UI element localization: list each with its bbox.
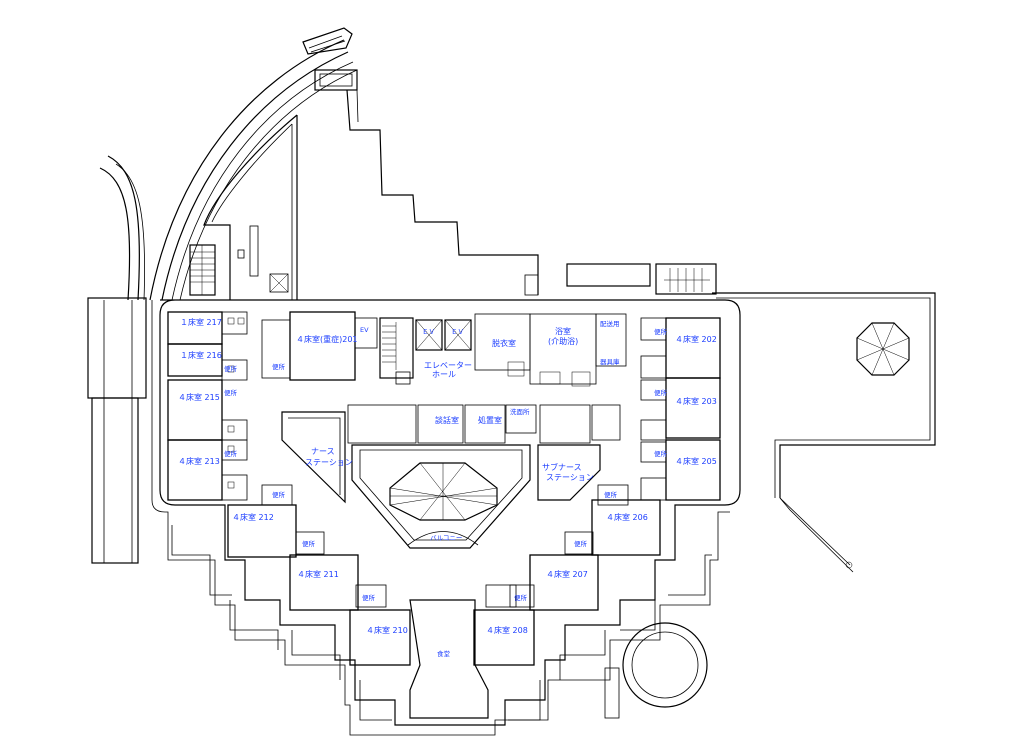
toilet-label: 便所 bbox=[302, 539, 316, 548]
room-label-215: ４床室 215 bbox=[178, 392, 220, 402]
room-label-208: ４床室 208 bbox=[486, 625, 528, 635]
room-label-212: ４床室 212 bbox=[232, 512, 274, 522]
changing-room-label: 脱衣室 bbox=[492, 338, 516, 348]
left-walkway bbox=[87, 155, 147, 564]
room-label-207: ４床室 207 bbox=[546, 569, 588, 579]
room-label-205: ４床室 205 bbox=[675, 456, 717, 466]
ev-label: EV bbox=[360, 326, 369, 334]
room-label-206: ４床室 206 bbox=[606, 512, 648, 522]
toilet-label: 便所 bbox=[362, 593, 376, 602]
room-label-217: １床室 217 bbox=[180, 317, 222, 327]
nurse-station-label-2: ステーション bbox=[305, 458, 353, 467]
bath-label-2: (介助浴) bbox=[548, 336, 578, 346]
room-labels: １床室 217 １床室 216 ４床室 215 ４床室 213 ４床室 212 … bbox=[178, 317, 717, 658]
toilet-label: 便所 bbox=[654, 388, 668, 397]
balcony-label: バルコニー bbox=[430, 534, 462, 542]
room-label-211: ４床室 211 bbox=[297, 569, 339, 579]
south-rooms bbox=[227, 484, 661, 719]
building-envelope bbox=[151, 299, 741, 736]
toilet-label: 便所 bbox=[654, 327, 668, 336]
ev-label-3: ＥＶ bbox=[451, 328, 464, 336]
service-ev-label: 配送用 bbox=[600, 319, 620, 328]
toilet-label: 便所 bbox=[654, 449, 668, 458]
treatment-room-label: 処置室 bbox=[478, 415, 502, 425]
room-label-203: ４床室 203 bbox=[675, 396, 717, 406]
room-label-202: ４床室 202 bbox=[675, 334, 717, 344]
ev-label-2: ＥＶ bbox=[422, 328, 435, 336]
nurse-station-label-1: ナース bbox=[311, 447, 335, 456]
central-atrium bbox=[281, 404, 621, 549]
counseling-room-label: 談話室 bbox=[435, 415, 459, 425]
toilet-label: 便所 bbox=[224, 364, 238, 373]
east-terrace bbox=[566, 263, 936, 573]
sub-nurse-station-label-1: サブナース bbox=[542, 462, 582, 472]
toilet-label: 便所 bbox=[574, 539, 588, 548]
room-label-210: ４床室 210 bbox=[366, 625, 408, 635]
sub-nurse-station-label-2: ステーション bbox=[546, 473, 594, 482]
bath-label-1: 浴室 bbox=[555, 326, 571, 336]
east-rooms bbox=[640, 317, 721, 501]
tool-room-label: 器具庫 bbox=[600, 357, 620, 366]
toilet-label: 便所 bbox=[272, 362, 286, 371]
washroom-label: 洗面所 bbox=[510, 407, 530, 416]
north-wing bbox=[189, 89, 539, 300]
toilet-label: 便所 bbox=[224, 449, 238, 458]
room-label-216: １床室 216 bbox=[180, 350, 222, 360]
room-label-213: ４床室 213 bbox=[178, 456, 220, 466]
toilet-label: 便所 bbox=[272, 490, 286, 499]
toilet-label: 便所 bbox=[224, 388, 238, 397]
elevator-hall-label-2: ホール bbox=[432, 370, 456, 379]
dining-label: 食堂 bbox=[437, 649, 451, 658]
room-label-201: ４床室(重症)201 bbox=[296, 334, 358, 344]
toilet-label: 便所 bbox=[604, 490, 618, 499]
toilet-label: 便所 bbox=[514, 593, 528, 602]
west-rooms bbox=[167, 311, 248, 501]
elevator-hall-label-1: エレベーター bbox=[424, 361, 472, 370]
north-core bbox=[261, 311, 627, 387]
curved-canopy bbox=[149, 27, 358, 301]
